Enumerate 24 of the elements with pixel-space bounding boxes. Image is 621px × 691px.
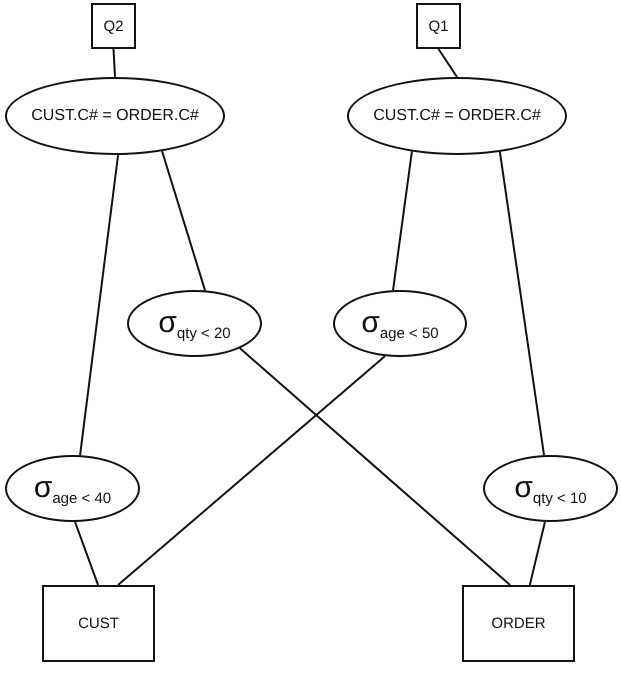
selection-predicate: σ$_{age < 50}$ [361,306,439,342]
node-label: Q1 [428,18,448,34]
selection-predicate: σ$_{qty < 10}$ [514,470,587,506]
connector-line [498,152,545,456]
connector-line [79,154,120,456]
connector-line [112,48,116,78]
connector-line [117,355,386,586]
connector-line [74,522,99,586]
node-label: CUST [78,615,119,632]
connector-line [392,151,413,290]
node-label: CUST.C# = ORDER.C# [31,107,199,125]
selection-predicate: σ$_{qty < 20}$ [158,306,231,342]
connector-line [528,522,546,586]
relation-box [462,585,575,662]
node-label: CUST.C# = ORDER.C# [373,107,541,125]
query-box [416,3,461,49]
connector-line [438,48,458,78]
connector-line [239,348,511,586]
relation-box [42,585,155,662]
node-label: ORDER [491,615,546,632]
node-label: Q2 [103,18,124,34]
query-box [91,3,136,49]
connector-line [161,150,206,291]
selection-predicate: σ$_{age < 40}$ [34,470,112,506]
